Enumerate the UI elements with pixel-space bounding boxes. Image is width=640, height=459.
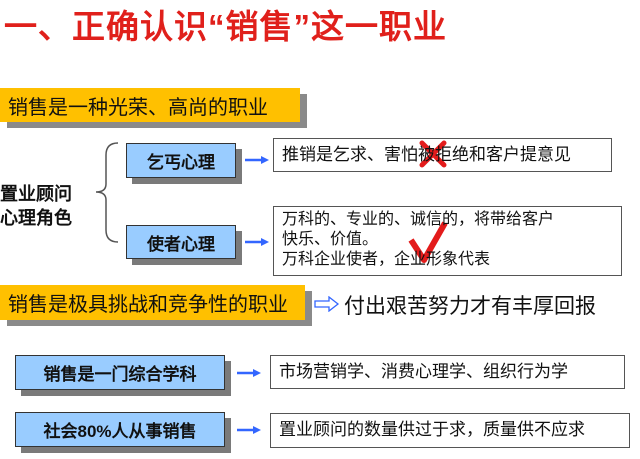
- cross-mark-icon: [419, 140, 447, 168]
- discipline-description: 市场营销学、消费心理学、组织行为学: [270, 355, 625, 389]
- check-mark-icon: [408, 221, 448, 263]
- envoy-mindset-box: 使者心理: [126, 225, 236, 259]
- arrow-right-icon: [245, 238, 269, 246]
- envoy-line1: 万科的、专业的、诚信的，将带给客户: [282, 211, 555, 228]
- population-description: 置业顾问的数量供过于求，质量供不应求: [270, 413, 630, 448]
- beggar-mindset-box: 乞丐心理: [126, 143, 236, 178]
- envoy-line3: 万科企业使者，企业形象代表: [282, 251, 491, 268]
- sales-population-box: 社会80%人从事销售: [15, 412, 225, 447]
- beggar-description-box: 推销是乞求、害怕被拒绝和客户提意见: [273, 138, 612, 172]
- envoy-line2: 快乐、价值。: [282, 231, 379, 248]
- brace-icon: [95, 142, 119, 243]
- role-label-line2: 心理角色: [0, 208, 72, 228]
- banner-honorable-career: 销售是一种光荣、高尚的职业: [0, 88, 300, 122]
- hard-work-result: 付出艰苦努力才有丰厚回报: [344, 295, 596, 318]
- role-label: 置业顾问 心理角色: [0, 182, 72, 230]
- hollow-arrow-icon: [314, 296, 340, 312]
- banner-challenging-career: 销售是极具挑战和竞争性的职业: [0, 285, 305, 320]
- beggar-description: 推销是乞求、害怕被拒绝和客户提意见: [282, 145, 571, 164]
- arrow-right-icon: [237, 369, 261, 377]
- arrow-right-icon: [245, 156, 269, 164]
- envoy-description: 万科的、专业的、诚信的，将带给客户 快乐、价值。 万科企业使者，企业形象代表: [273, 206, 622, 276]
- comprehensive-discipline-box: 销售是一门综合学科: [15, 355, 225, 390]
- role-label-line1: 置业顾问: [0, 184, 72, 204]
- arrow-right-icon: [237, 426, 261, 434]
- page-title: 一、正确认识“销售”这一职业: [4, 8, 447, 45]
